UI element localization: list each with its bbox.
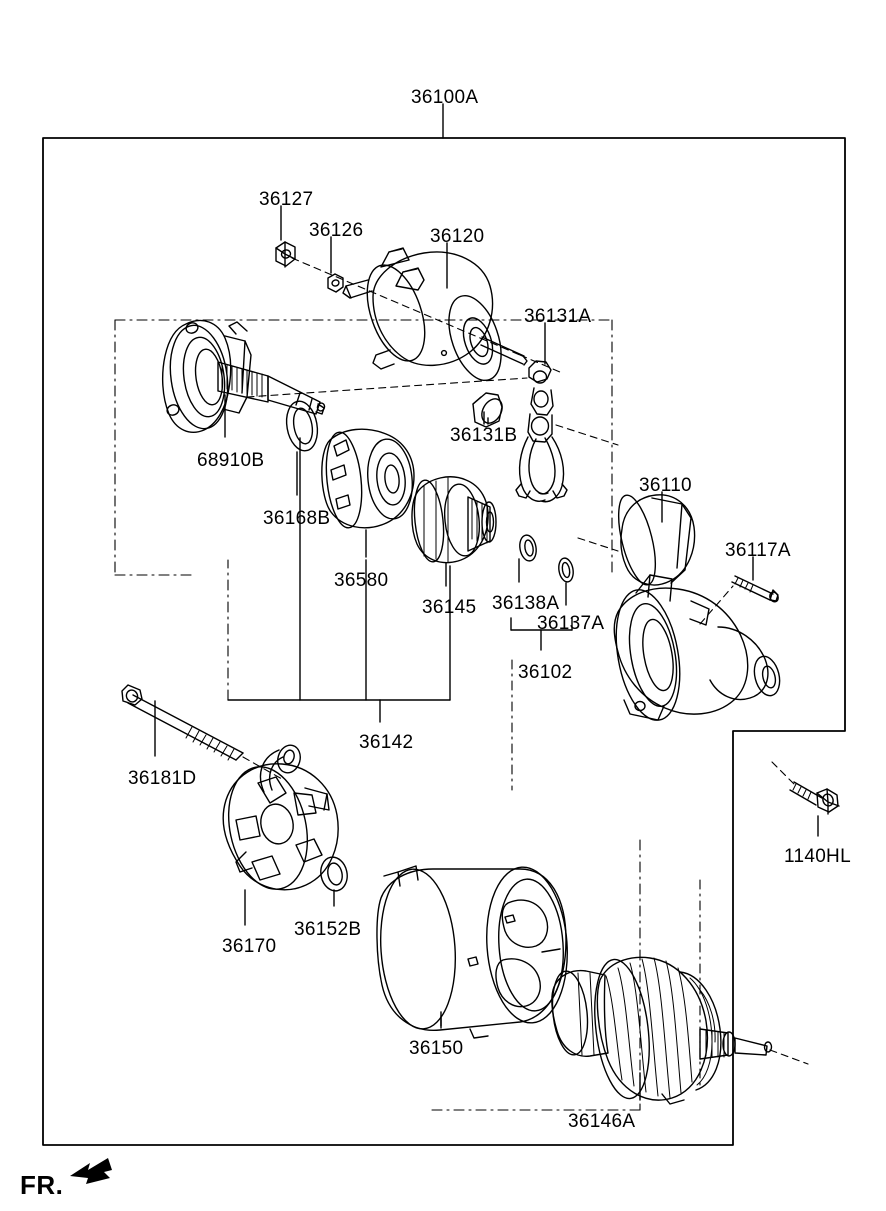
part-36137A-snapring — [558, 557, 574, 583]
axis-1140HL — [771, 761, 796, 786]
label-36170: 36170 — [222, 936, 277, 957]
label-36142: 36142 — [359, 732, 414, 753]
group-outline-upper — [114, 319, 613, 576]
part-36168B-oring — [285, 400, 319, 452]
axis-36117A — [699, 585, 734, 625]
label-36131A: 36131A — [524, 306, 592, 327]
axis-lever — [246, 377, 619, 446]
axis-rear-bracket — [577, 537, 619, 552]
label-36126: 36126 — [309, 220, 364, 241]
label-68910B: 68910B — [197, 450, 265, 471]
part-36152B-washer — [320, 856, 348, 892]
label-36110: 36110 — [639, 475, 692, 496]
part-36146A-armature — [551, 956, 773, 1105]
label-36580: 36580 — [334, 570, 389, 591]
axis-armature — [769, 1049, 809, 1065]
bracket-36142 — [227, 437, 451, 723]
part-36145-pinion — [411, 476, 497, 564]
front-direction-label: FR. — [20, 1170, 64, 1200]
part-36131B-cap — [472, 392, 503, 428]
label-36181D: 36181D — [128, 768, 197, 789]
part-36138A-collar — [519, 534, 537, 562]
part-36150-yoke — [376, 865, 568, 1039]
part-36580-housing — [321, 428, 415, 529]
part-36127-nut — [275, 241, 296, 268]
part-36131A-lever — [515, 360, 568, 503]
label-1140HL: 1140HL — [784, 846, 851, 867]
label-36131B: 36131B — [450, 425, 518, 446]
label-36100A: 36100A — [411, 87, 479, 108]
part-36181D-bolt — [121, 684, 244, 761]
label-36127: 36127 — [259, 189, 314, 210]
part-36120-solenoid — [342, 247, 528, 381]
part-36126-washer — [327, 273, 344, 293]
diagram-frame — [42, 137, 846, 1146]
label-36152B: 36152B — [294, 919, 362, 940]
bracket-36102 — [510, 617, 573, 651]
group-outline-lower — [227, 559, 641, 1111]
label-36102: 36102 — [518, 662, 573, 683]
part-36110-rear-bracket — [613, 494, 781, 721]
part-68910B-front-bracket — [161, 319, 326, 433]
label-36138A: 36138A — [492, 593, 560, 614]
label-36145: 36145 — [422, 597, 477, 618]
axis-36181D — [242, 756, 283, 780]
front-direction-arrow — [70, 1158, 112, 1184]
label-36150: 36150 — [409, 1038, 464, 1059]
label-36146A: 36146A — [568, 1111, 636, 1132]
label-36120: 36120 — [430, 226, 485, 247]
label-36137A: 36137A — [537, 613, 605, 634]
part-36117A-bolt — [731, 575, 779, 603]
part-1140HL-bolt — [789, 781, 840, 815]
label-36168B: 36168B — [263, 508, 331, 529]
part-36170-brush-holder — [222, 744, 339, 891]
label-36117A: 36117A — [725, 540, 791, 561]
